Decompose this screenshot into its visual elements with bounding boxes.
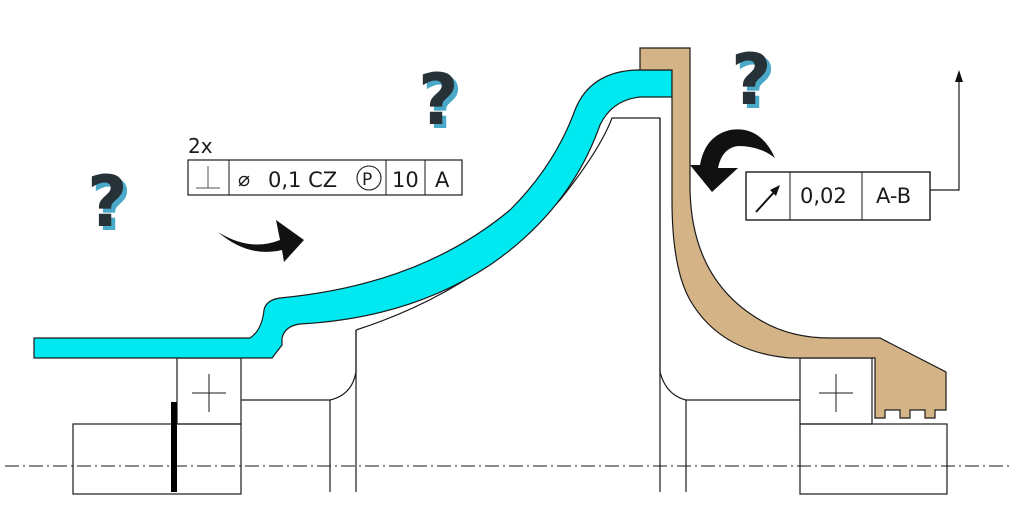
leader-arrowhead (955, 70, 963, 82)
fcf-left-multiplier: 2x (188, 134, 213, 158)
question-mark-left: ? ? (87, 161, 132, 247)
fcf-left-tolerance: 0,1 CZ (268, 168, 337, 192)
circular-runout-arrow-icon (755, 185, 780, 213)
svg-text:?: ? (418, 59, 459, 141)
svg-text:?: ? (735, 43, 776, 125)
fcf-left-projected-length: 10 (392, 168, 419, 192)
bolt-center-marks (192, 374, 853, 412)
question-mark-center: ? ? (418, 59, 463, 145)
question-mark-right: ? ? (731, 39, 776, 125)
right-curved-arrow (690, 129, 775, 192)
svg-text:?: ? (87, 161, 128, 243)
tan-part (639, 47, 947, 419)
cyan-part (33, 69, 673, 359)
projected-zone-circle (356, 165, 382, 191)
svg-text:?: ? (422, 63, 463, 145)
fcf-right-tolerance: 0,02 (800, 184, 847, 208)
svg-text:?: ? (91, 165, 132, 247)
fcf-right: 0,02 A-B (745, 171, 931, 221)
fcf-left-datum: A (435, 168, 450, 192)
svg-text:?: ? (731, 39, 772, 121)
left-curved-arrow (218, 220, 304, 262)
fcf-left: 2x ⌀ 0,1 CZ P 10 A (187, 134, 463, 196)
fcf-left-modifier: P (362, 170, 372, 190)
fcf-left-diameter: ⌀ (238, 167, 250, 191)
perpendicularity-icon (196, 166, 220, 189)
fcf-right-datum: A-B (876, 184, 911, 208)
fcf-right-leader (930, 78, 960, 191)
